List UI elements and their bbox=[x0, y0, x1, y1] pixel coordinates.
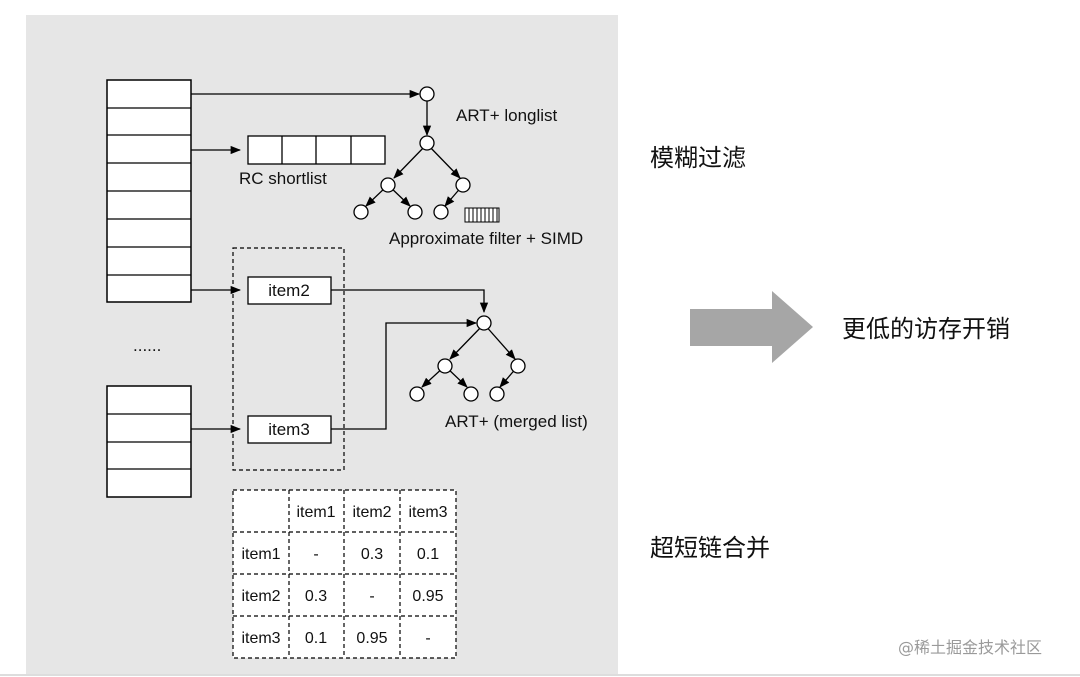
art-merged-label: ART+ (merged list) bbox=[445, 412, 588, 431]
matrix-cell: - bbox=[425, 630, 430, 647]
simd-filter-icon bbox=[464, 207, 500, 223]
ellipsis-label: ...... bbox=[133, 336, 161, 355]
matrix-cell: 0.1 bbox=[417, 546, 439, 563]
rc-shortlist-array bbox=[247, 135, 386, 165]
matrix-row-header: item3 bbox=[241, 630, 280, 647]
similarity-matrix: item1 item2 item3 item1 - 0.3 0.1 item2 … bbox=[232, 489, 457, 659]
bucket-array-bottom bbox=[106, 385, 192, 498]
matrix-row-header: item2 bbox=[241, 588, 280, 605]
matrix-cell: 0.95 bbox=[412, 588, 443, 605]
link-item3-to-merged bbox=[331, 318, 478, 430]
art-merged-tree bbox=[409, 315, 526, 402]
item3-label: item3 bbox=[268, 420, 310, 439]
item3-box bbox=[247, 415, 332, 444]
item2-label: item2 bbox=[268, 281, 310, 300]
watermark: @稀土掘金技术社区 bbox=[898, 638, 1042, 657]
matrix-cell: - bbox=[313, 546, 318, 563]
matrix-cell: 0.3 bbox=[361, 546, 383, 563]
right-arrow-icon bbox=[690, 291, 813, 363]
matrix-col-header: item2 bbox=[352, 504, 391, 521]
art-longlist-label: ART+ longlist bbox=[456, 106, 558, 125]
fuzzy-filter-label: 模糊过滤 bbox=[650, 144, 746, 172]
bucket-array-top bbox=[106, 79, 192, 303]
matrix-row-header: item1 bbox=[241, 546, 280, 563]
art-longlist-tree bbox=[353, 86, 471, 220]
matrix-cell: - bbox=[369, 588, 374, 605]
link-item2-to-merged bbox=[331, 289, 489, 314]
rc-shortlist-label: RC shortlist bbox=[239, 169, 327, 188]
merge-label: 超短链合并 bbox=[650, 534, 770, 562]
matrix-col-header: item1 bbox=[296, 504, 335, 521]
approx-filter-label: Approximate filter + SIMD bbox=[389, 229, 583, 248]
matrix-cell-highlight: 0.95 bbox=[356, 630, 387, 647]
matrix-col-header: item3 bbox=[408, 504, 447, 521]
matrix-cell: 0.1 bbox=[305, 630, 327, 647]
matrix-cell: 0.3 bbox=[305, 588, 327, 605]
lower-cost-label: 更低的访存开销 bbox=[842, 315, 1010, 343]
merge-candidates-box bbox=[232, 247, 345, 471]
